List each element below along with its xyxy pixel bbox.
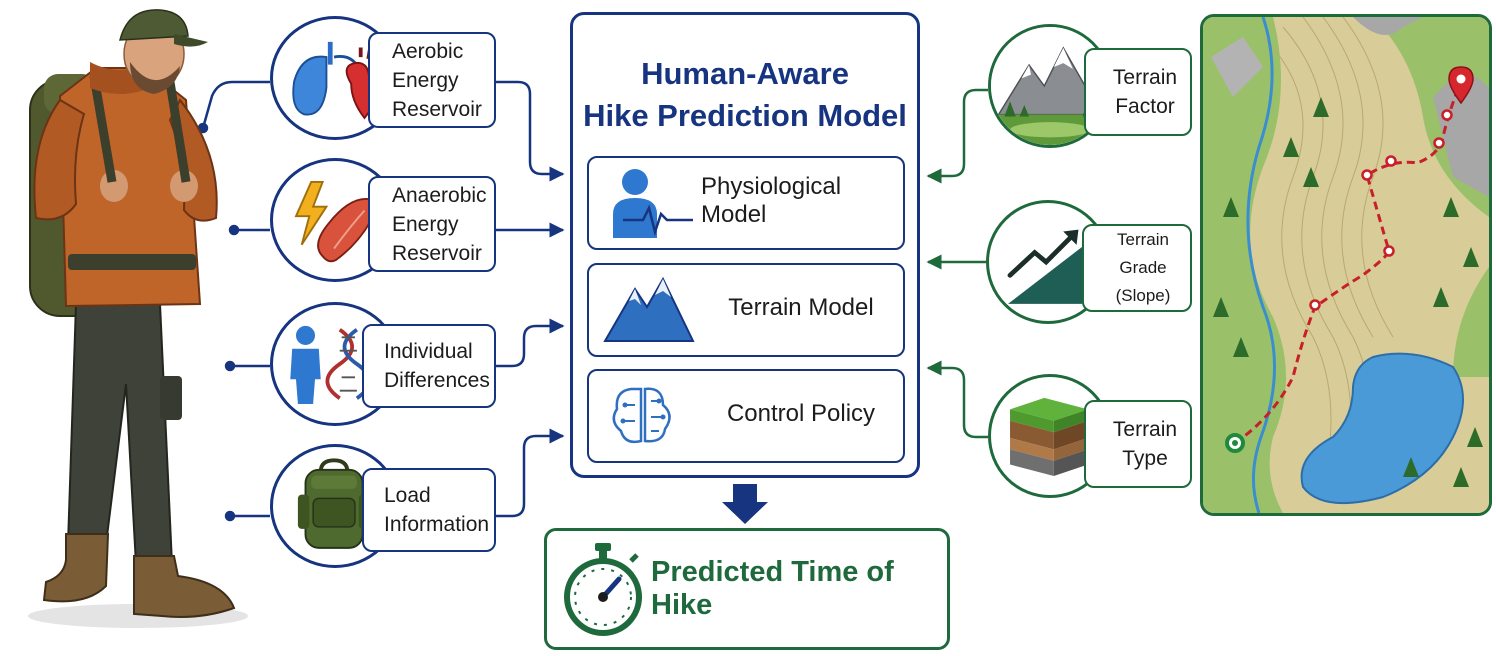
model-box: Human-Aware Hike Prediction Model Physio… — [570, 12, 920, 478]
load-line-1: Load — [384, 484, 431, 507]
anaerobic-line-1: Anaerobic — [392, 183, 487, 207]
slope-chart-icon — [1007, 229, 1083, 304]
hiker-illustration — [28, 9, 248, 628]
control-policy-label: Control Policy — [726, 400, 876, 427]
aerobic-line-3: Reservoir — [392, 97, 482, 121]
anaerobic-line-2: Energy — [392, 212, 459, 236]
terrain-factor-line-2: Factor — [1115, 95, 1175, 118]
individual-label-box: Individual Differences — [362, 324, 496, 408]
model-title-line-1: Human-Aware — [641, 56, 849, 91]
terrain-type-line-2: Type — [1122, 447, 1168, 470]
destination-pin-icon — [1448, 66, 1474, 105]
hiker-dot-2 — [228, 224, 240, 236]
terrain-factor-line-1: Terrain — [1112, 66, 1178, 89]
terrain-grade-label-box: Terrain Grade (Slope) — [1082, 224, 1192, 312]
down-arrow — [722, 484, 768, 524]
individual-arrow — [496, 318, 565, 368]
terrain-type-arrow — [926, 360, 988, 439]
terrain-grade-line-1: Terrain Grade — [1117, 230, 1169, 277]
aerobic-line-2: Energy — [392, 68, 459, 92]
predicted-time-label: Predicted Time of Hike — [651, 556, 894, 621]
soil-layers-icon — [1010, 397, 1089, 476]
hiker-to-aerobic-line — [201, 80, 270, 129]
trail-map — [1200, 14, 1492, 516]
predicted-time-box: Predicted Time of Hike — [544, 528, 950, 650]
topographic-map-image — [1203, 17, 1489, 513]
hiker-dot-3 — [224, 360, 236, 372]
aerobic-line-1: Aerobic — [392, 39, 464, 63]
terrain-model-label: Terrain Model — [728, 294, 874, 321]
terrain-model-box: Terrain Model — [587, 263, 905, 357]
anaerobic-label-box: Anaerobic Energy Reservoir — [368, 176, 496, 272]
person-heartbeat-icon — [613, 169, 693, 238]
mountain-icon — [603, 276, 695, 342]
stopwatch-icon — [564, 543, 642, 636]
load-line-2: Information — [384, 513, 490, 536]
backpack-icon — [297, 458, 371, 549]
terrain-type-label-box: Terrain Type — [1084, 400, 1192, 488]
muscle-lightning-icon — [294, 180, 376, 263]
terrain-type-line-1: Terrain — [1112, 418, 1178, 441]
aerobic-label-box: Aerobic Energy Reservoir — [368, 32, 496, 128]
terrain-factor-arrow — [926, 88, 988, 184]
individual-line-2: Differences — [384, 369, 490, 392]
anaerobic-line-3: Reservoir — [392, 241, 482, 265]
aerobic-arrow — [496, 80, 565, 182]
load-arrow — [496, 428, 565, 518]
hiker-dot-4 — [224, 510, 236, 522]
terrain-grade-line-2: (Slope) — [1115, 286, 1171, 305]
terrain-factor-label-box: Terrain Factor — [1084, 48, 1192, 136]
circuit-brain-icon — [612, 387, 671, 444]
model-title: Human-Aware Hike Prediction Model — [573, 53, 917, 137]
load-label-box: Load Information — [362, 468, 496, 552]
physiological-model-label: Physiological Model — [701, 173, 842, 228]
individual-line-1: Individual — [384, 340, 473, 363]
physiological-model-box: Physiological Model — [587, 156, 905, 250]
model-title-line-2: Hike Prediction Model — [583, 98, 907, 133]
control-policy-box: Control Policy — [587, 369, 905, 463]
